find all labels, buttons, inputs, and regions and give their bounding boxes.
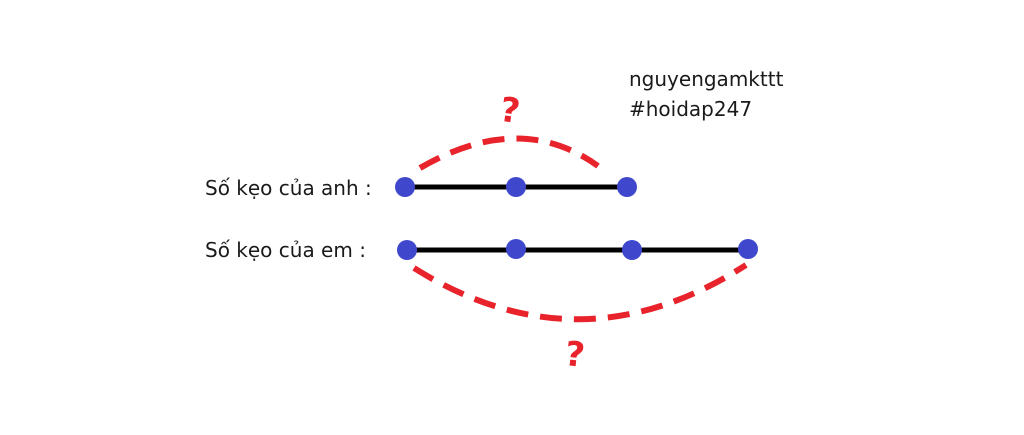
watermark: nguyengamkttt #hoidap247 bbox=[629, 64, 783, 124]
anh-label: Số kẹo của anh : bbox=[205, 176, 372, 200]
brace-bottom bbox=[412, 262, 748, 323]
em-point-1 bbox=[506, 239, 526, 259]
watermark-username: nguyengamkttt bbox=[629, 67, 784, 91]
brace-top bbox=[418, 135, 600, 171]
em-label: Số kẹo của em : bbox=[205, 238, 366, 262]
watermark-hashtag: #hoidap247 bbox=[629, 97, 753, 121]
anh-point-0 bbox=[395, 177, 415, 197]
em-point-2 bbox=[622, 240, 642, 260]
question-mark-bottom: ? bbox=[562, 334, 587, 376]
anh-point-2 bbox=[617, 177, 637, 197]
em-point-3 bbox=[738, 239, 758, 259]
anh-point-1 bbox=[506, 177, 526, 197]
em-point-0 bbox=[397, 240, 417, 260]
